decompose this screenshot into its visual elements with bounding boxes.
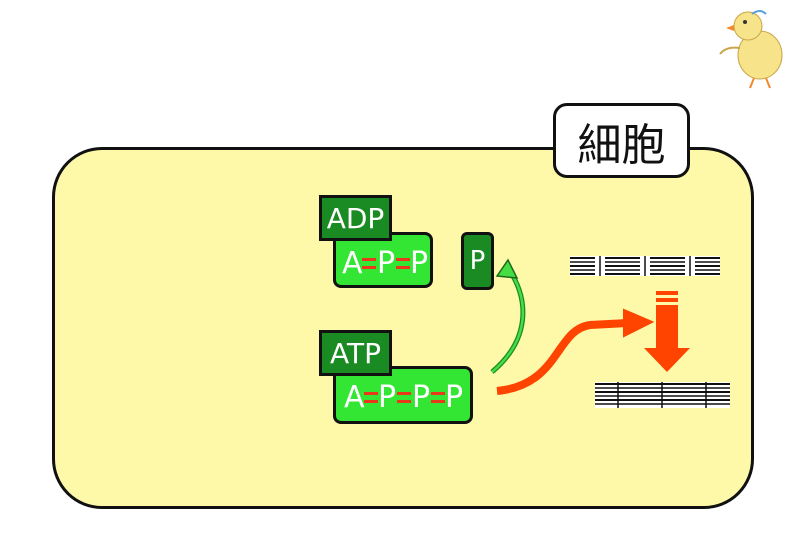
atp-bond-3 (431, 392, 445, 403)
adp-tag: ADP (319, 195, 392, 241)
atp-bond-1 (364, 392, 378, 403)
adp-part-p2: P (410, 246, 429, 281)
phosphate-box: P (461, 232, 494, 290)
cell-body (52, 147, 754, 509)
atp-chain (333, 366, 473, 424)
atp-tag: ATP (319, 330, 392, 376)
atp-part-p1: P (378, 380, 397, 415)
atp-bond-2 (397, 392, 411, 403)
adp-chain (333, 232, 433, 288)
adp-part-a: A (342, 246, 363, 281)
adp-bond-2 (396, 258, 410, 269)
atp-part-a: A (344, 380, 365, 415)
cell-label: 細胞 (553, 103, 690, 178)
atp-part-p3: P (445, 380, 464, 415)
adp-part-p1: P (377, 246, 396, 281)
atp-part-p2: P (412, 380, 431, 415)
adp-bond-1 (362, 258, 376, 269)
